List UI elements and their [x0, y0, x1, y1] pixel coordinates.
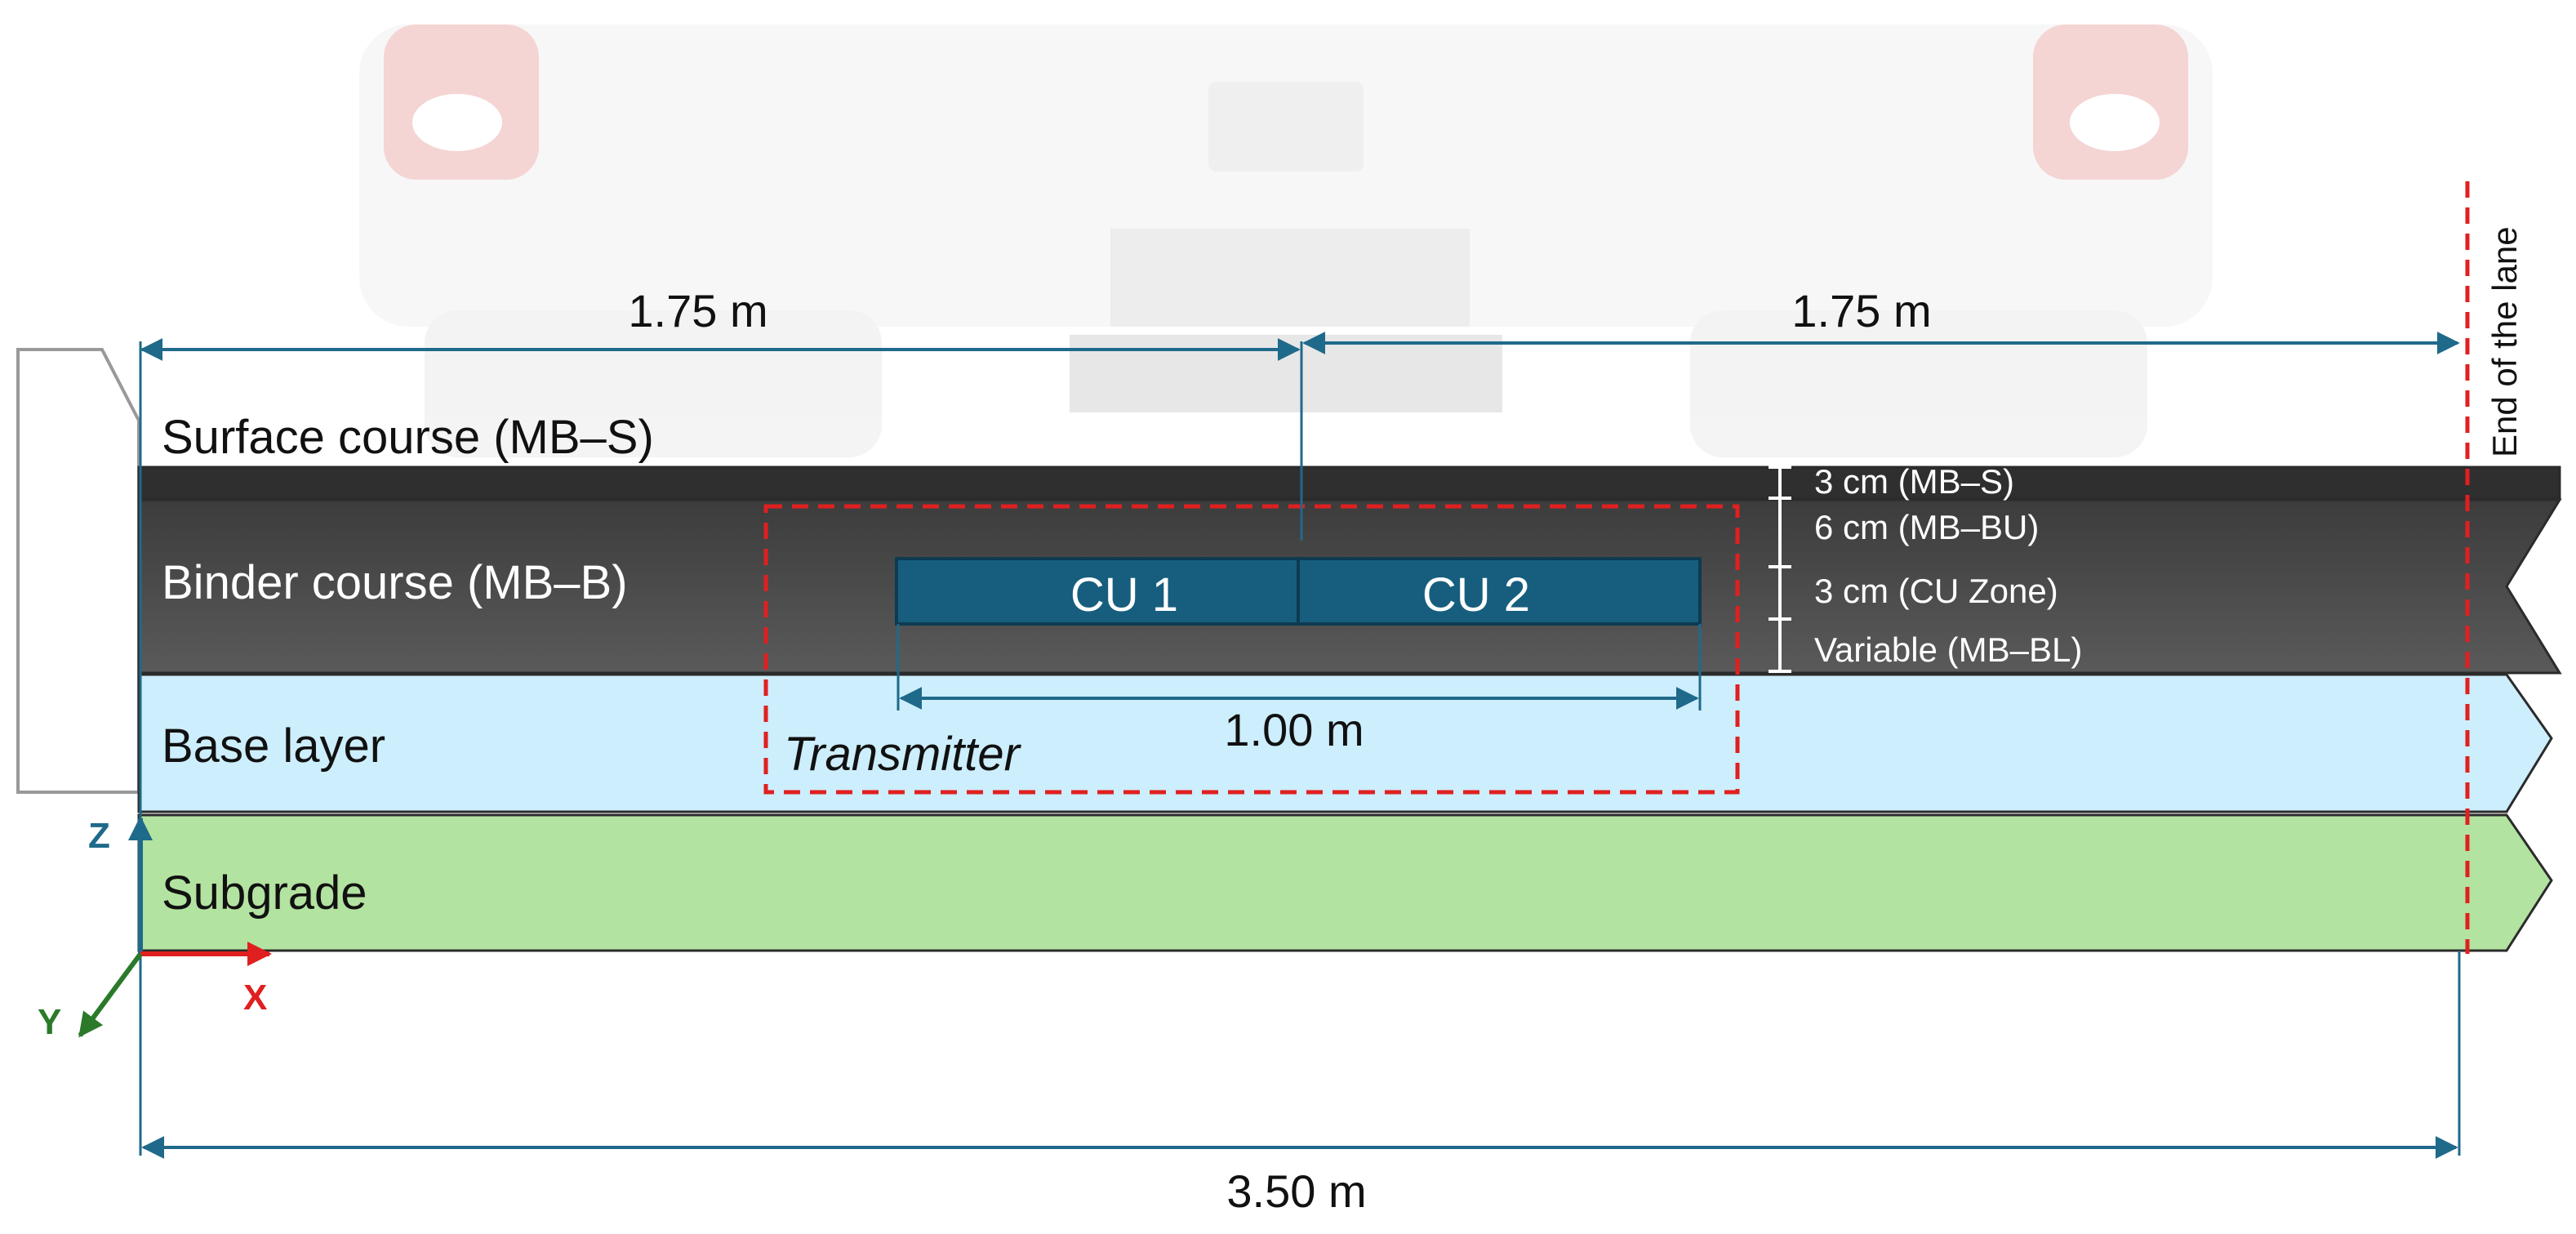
transmitter-label: Transmitter: [784, 728, 1022, 781]
left-half-label: 1.75 m: [628, 285, 767, 336]
base-layer: [137, 673, 2553, 813]
thickness-scale: [1768, 466, 1791, 673]
thickness-label-mb-bl: Variable (MB–BL): [1814, 630, 2082, 669]
z-axis-label: Z: [88, 816, 110, 856]
surface-course-label: Surface course (MB–S): [162, 411, 654, 464]
surface-course-layer: [137, 466, 2561, 500]
vehicle-rear-illustration: [359, 25, 2213, 457]
transmitter-box: [763, 504, 1740, 795]
y-axis-label: Y: [38, 1002, 61, 1042]
x-axis-label: X: [243, 978, 267, 1018]
end-of-lane-label: End of the lane: [2485, 226, 2524, 457]
total-width-label: 3.50 m: [1226, 1165, 1366, 1217]
base-layer-label: Base layer: [162, 719, 385, 773]
cu-2-block: [1297, 557, 1702, 626]
right-half-label: 1.75 m: [1791, 285, 1931, 336]
subgrade-label: Subgrade: [162, 866, 367, 920]
cu-1-label: CU 1: [1070, 568, 1178, 621]
coordinate-axes: [78, 816, 272, 1038]
thickness-label-cu-zone: 3 cm (CU Zone): [1814, 572, 2058, 610]
binder-course-label: Binder course (MB–B): [162, 556, 628, 609]
curb-outline: [16, 348, 140, 794]
cu-length-label: 1.00 m: [1224, 704, 1364, 755]
thickness-label-mb-s: 3 cm (MB–S): [1814, 462, 2014, 501]
subgrade-layer: [137, 813, 2553, 952]
y-axis: [78, 952, 143, 1038]
cu-2-label: CU 2: [1422, 568, 1530, 621]
thickness-label-mb-bu: 6 cm (MB–BU): [1814, 508, 2039, 546]
